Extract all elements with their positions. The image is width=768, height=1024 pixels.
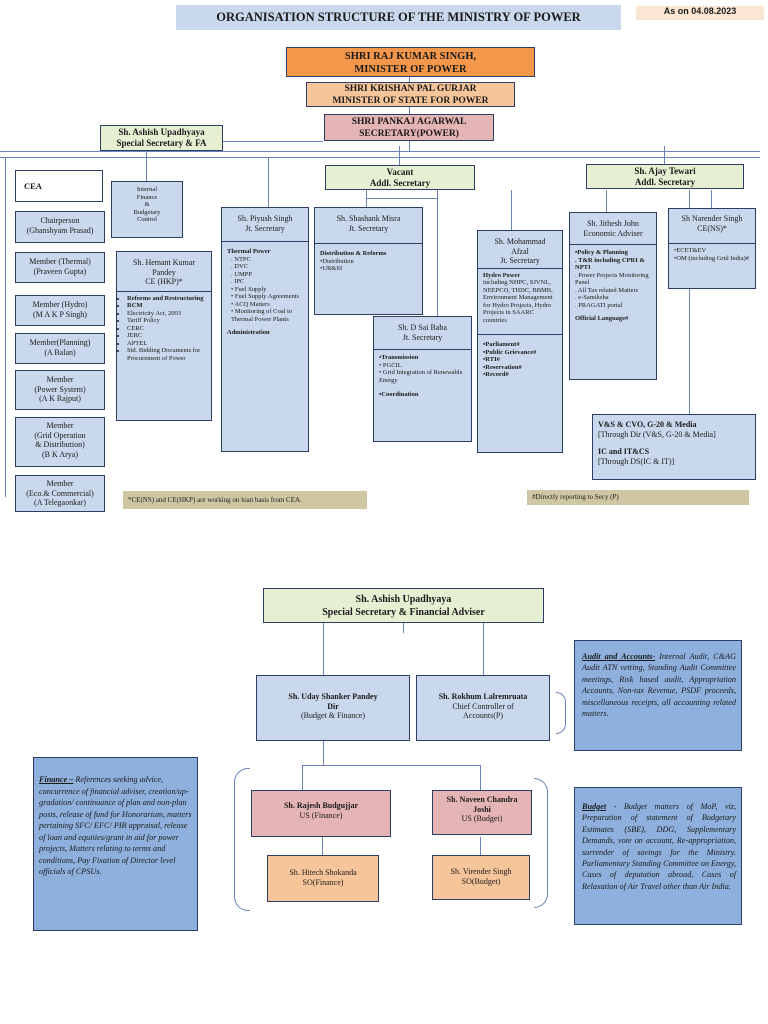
connector-line bbox=[409, 77, 410, 82]
connector-line bbox=[302, 765, 480, 766]
piyush-item: . NTPC bbox=[231, 255, 251, 263]
cea-member-eco-commercial: Member(Eco.& Commercial)(A Telegaonkar) bbox=[15, 475, 105, 512]
cea-member-hydro: Member (Hydro)(M A K P Singh) bbox=[15, 295, 105, 326]
connector-line bbox=[711, 190, 712, 208]
piyush-item: . UMPP bbox=[231, 270, 252, 278]
budget-box: Budget - Budget matters of MoP, viz, Pre… bbox=[574, 787, 742, 925]
finance-box: Finance – References seeking advice, con… bbox=[33, 757, 198, 931]
hemant-item: CERC bbox=[127, 325, 211, 333]
connector-line bbox=[483, 623, 484, 675]
connector-line bbox=[480, 837, 481, 855]
connector-line bbox=[302, 765, 303, 790]
cea-box: CEA bbox=[15, 170, 103, 202]
cea-member-planning: Member(Planning)(A Balan) bbox=[15, 333, 105, 364]
connector-line bbox=[323, 623, 324, 675]
connector-line bbox=[5, 157, 6, 497]
connector-line bbox=[223, 141, 323, 142]
connector-line bbox=[322, 837, 323, 855]
hemant-item: RCM bbox=[127, 302, 211, 310]
piyush-item: • Monitoring of Coal to Thermal Power Pl… bbox=[231, 308, 293, 323]
footnote-cea-loan: *CE(NS) and CE(HKP) are working on loan … bbox=[123, 491, 367, 509]
cea-member-power-system: Member(Power System)(A K Rajput) bbox=[15, 370, 105, 410]
connector-line bbox=[323, 740, 324, 765]
audit-accounts-box: Audit and Accounts- Internal Audit, C&AG… bbox=[574, 640, 742, 751]
footnote-direct-report: #Directly reporting to Secy (P) bbox=[527, 490, 749, 505]
connector-line bbox=[511, 190, 512, 230]
bracket bbox=[534, 778, 548, 908]
cea-member-thermal: Member (Thermal)(Praveen Gupta) bbox=[15, 252, 105, 283]
cea-member-chairperson: Chairperson(Ghanshyam Prasad) bbox=[15, 211, 105, 243]
connector-line bbox=[268, 157, 269, 207]
connector-line bbox=[409, 141, 410, 151]
connector-line bbox=[409, 107, 410, 114]
cea-member-grid-operation: Member(Grid Operation& Distribution)(B K… bbox=[15, 417, 105, 467]
bracket bbox=[234, 768, 250, 911]
vs-cvo-box: V&S & CVO, G-20 & Media [Through Dir (V&… bbox=[592, 414, 756, 480]
connector-line bbox=[0, 151, 760, 152]
connector-line bbox=[606, 190, 607, 212]
piyush-item: . IPC bbox=[231, 278, 245, 285]
bracket bbox=[556, 692, 566, 734]
hemant-item: Tariff Policy bbox=[127, 317, 211, 325]
connector-line bbox=[146, 151, 147, 181]
connector-line bbox=[399, 146, 400, 166]
hemant-item: JERC bbox=[127, 332, 211, 340]
hemant-item: Reforms and Restructuring bbox=[127, 295, 211, 303]
date-label: As on 04.08.2023 bbox=[636, 6, 764, 20]
connector-line bbox=[664, 146, 665, 164]
piyush-item: • ACQ Matters bbox=[231, 300, 270, 308]
minister-box: SHRI RAJ KUMAR SINGH,MINISTER OF POWER bbox=[286, 47, 535, 77]
hemant-item: APTEL bbox=[127, 340, 211, 348]
piyush-item: • Fuel Supply Agreements bbox=[231, 293, 300, 300]
connector-line bbox=[689, 190, 690, 414]
connector-line bbox=[437, 190, 438, 316]
page-title: ORGANISATION STRUCTURE OF THE MINISTRY O… bbox=[176, 5, 621, 30]
piyush-item: . DVC bbox=[231, 263, 248, 270]
connector-line bbox=[480, 765, 481, 790]
hemant-item: Electricity Act, 2003 bbox=[127, 310, 211, 318]
hemant-item: Std. Bidding Documents for Procurement o… bbox=[127, 347, 211, 362]
piyush-item: • Fuel Supply bbox=[231, 285, 267, 293]
connector-line bbox=[0, 157, 760, 158]
connector-line bbox=[366, 198, 438, 199]
connector-line bbox=[403, 623, 404, 633]
